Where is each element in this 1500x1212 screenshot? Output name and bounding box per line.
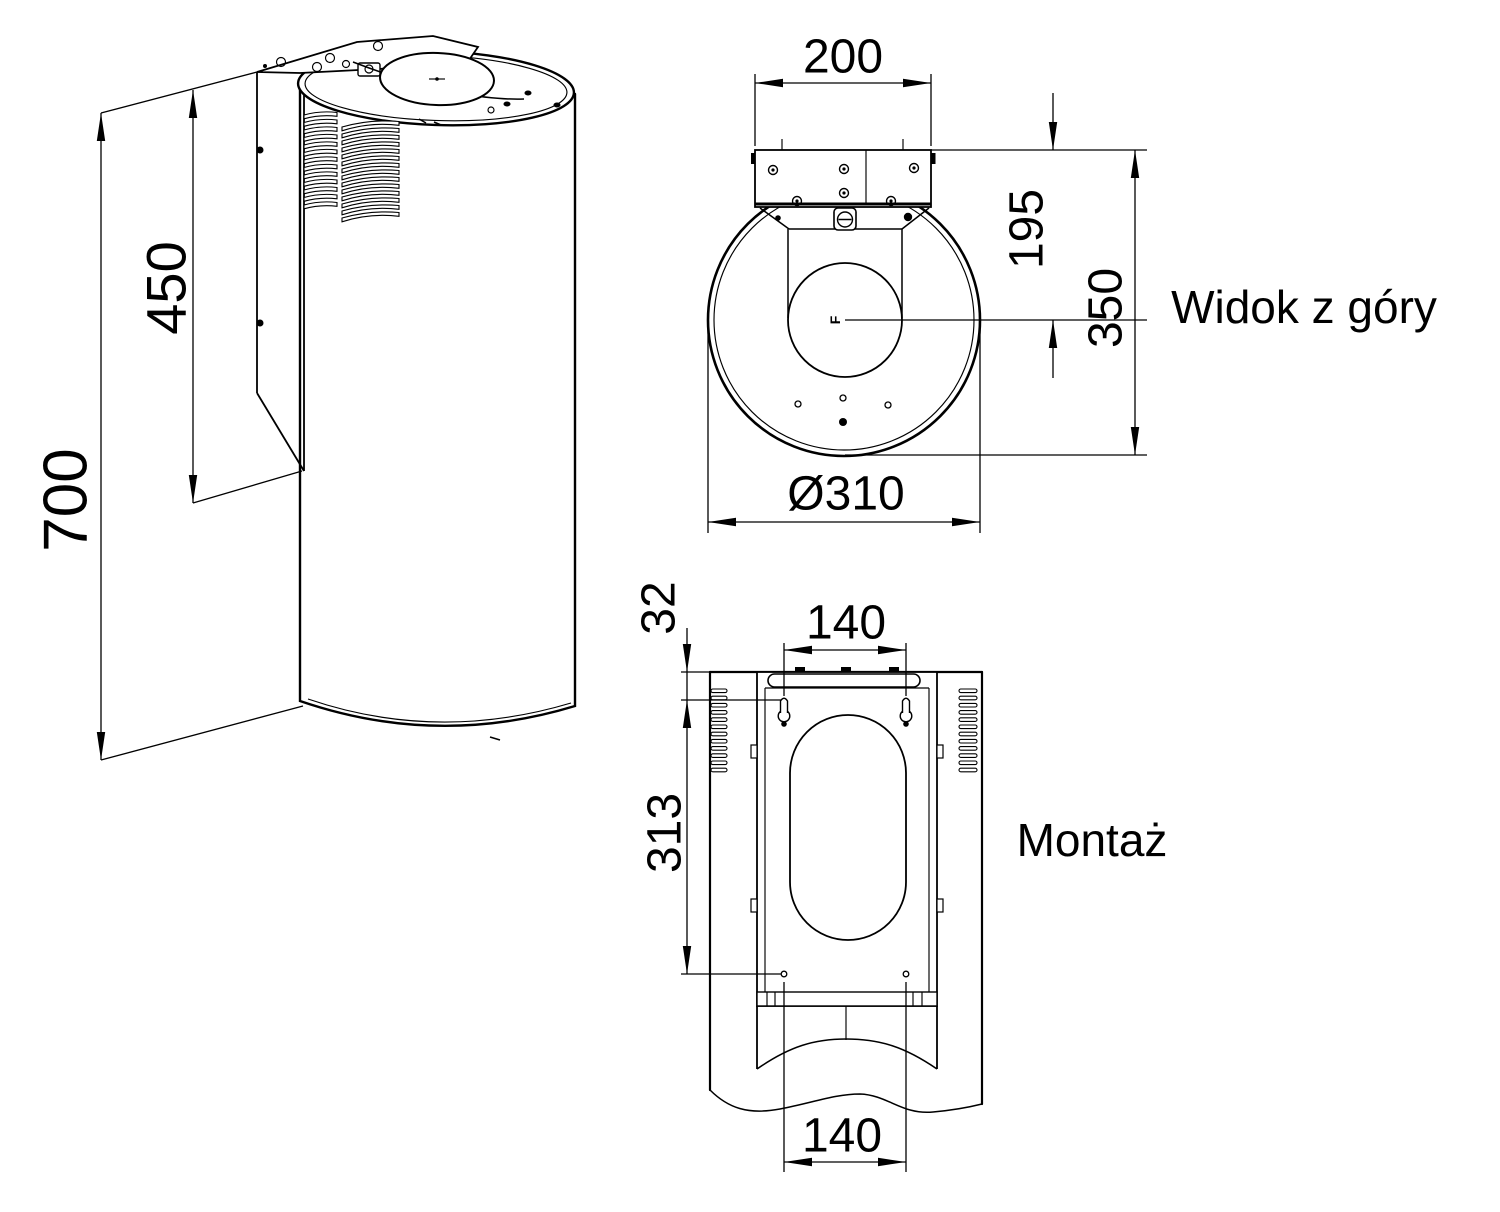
mount-view-dimensions: 32 313 140 140 bbox=[633, 581, 907, 1172]
mount-view-label: Montaż bbox=[1017, 814, 1168, 866]
top-view-dimensions: 200 195 350 Ø310 bbox=[707, 31, 1147, 533]
view-top: F 200 195 350 Ø310 Widok z góry bbox=[706, 31, 1437, 533]
iso-dimensions: 700 450 bbox=[32, 71, 304, 761]
dim-diameter: Ø310 bbox=[787, 468, 904, 521]
view-isometric: 700 450 bbox=[32, 35, 577, 761]
cylinder-body bbox=[298, 84, 577, 728]
top-face-holes bbox=[794, 394, 892, 426]
top-view-label: Widok z góry bbox=[1171, 281, 1437, 333]
dim-center-offset: 195 bbox=[1001, 189, 1054, 269]
keyhole-slot-left bbox=[777, 697, 791, 727]
dim-panel-height: 450 bbox=[135, 241, 198, 334]
plate-cutout-oval bbox=[789, 714, 907, 941]
dim-bracket-width: 200 bbox=[803, 31, 883, 84]
hanger-bar bbox=[767, 673, 921, 688]
center-mark-label: F bbox=[827, 315, 843, 324]
dim-hole-spacing: 140 bbox=[802, 1110, 882, 1163]
view-mount: 32 313 140 140 Montaż bbox=[633, 581, 1168, 1172]
top-bracket bbox=[751, 139, 936, 231]
cylinder-bottom-rim bbox=[307, 698, 572, 723]
mounting-plate bbox=[750, 667, 944, 1070]
screw-hole-left bbox=[780, 970, 788, 978]
plate-bottom-bar bbox=[756, 991, 938, 1007]
vent-grille-iso bbox=[303, 111, 400, 223]
dim-total-height: 700 bbox=[32, 448, 101, 551]
panel-hole bbox=[256, 146, 264, 154]
break-line-cylinder bbox=[709, 1089, 983, 1114]
keyhole-slot-right bbox=[899, 697, 913, 727]
vent-grille-mount-right bbox=[958, 688, 978, 773]
dim-keyhole-spacing: 140 bbox=[806, 597, 886, 650]
dim-edge-to-keyhole: 32 bbox=[633, 581, 686, 634]
top-face-details bbox=[352, 51, 561, 126]
screw-hole-right bbox=[902, 970, 910, 978]
dim-keyhole-to-hole: 313 bbox=[639, 793, 692, 873]
panel-hole bbox=[256, 319, 264, 327]
dim-depth: 350 bbox=[1080, 268, 1133, 348]
vent-grille-mount-left bbox=[710, 688, 728, 773]
bracket-holes bbox=[767, 162, 920, 207]
mounting-panel-iso bbox=[256, 62, 305, 472]
break-line-plate bbox=[756, 1038, 938, 1070]
